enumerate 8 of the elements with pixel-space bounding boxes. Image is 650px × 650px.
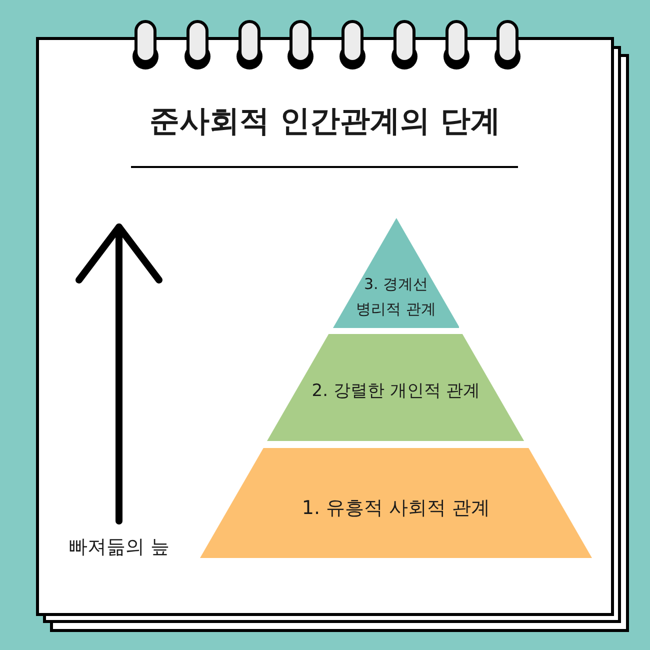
pyramid-middle-tier (267, 334, 525, 441)
tier-label: 2. 강렬한 개인적 관계 (312, 380, 480, 402)
tier-label: 1. 유흥적 사회적 관계 (302, 496, 490, 521)
pyramid-top-triangle (332, 218, 460, 328)
title: 준사회적 인간관계의 단계 (150, 104, 500, 140)
pyramid-bottom-tier (200, 448, 592, 558)
tier-label: 3. 경계선 병리적 관계 (355, 274, 437, 320)
axis-label: 빠져듦의 늪 (68, 535, 170, 560)
